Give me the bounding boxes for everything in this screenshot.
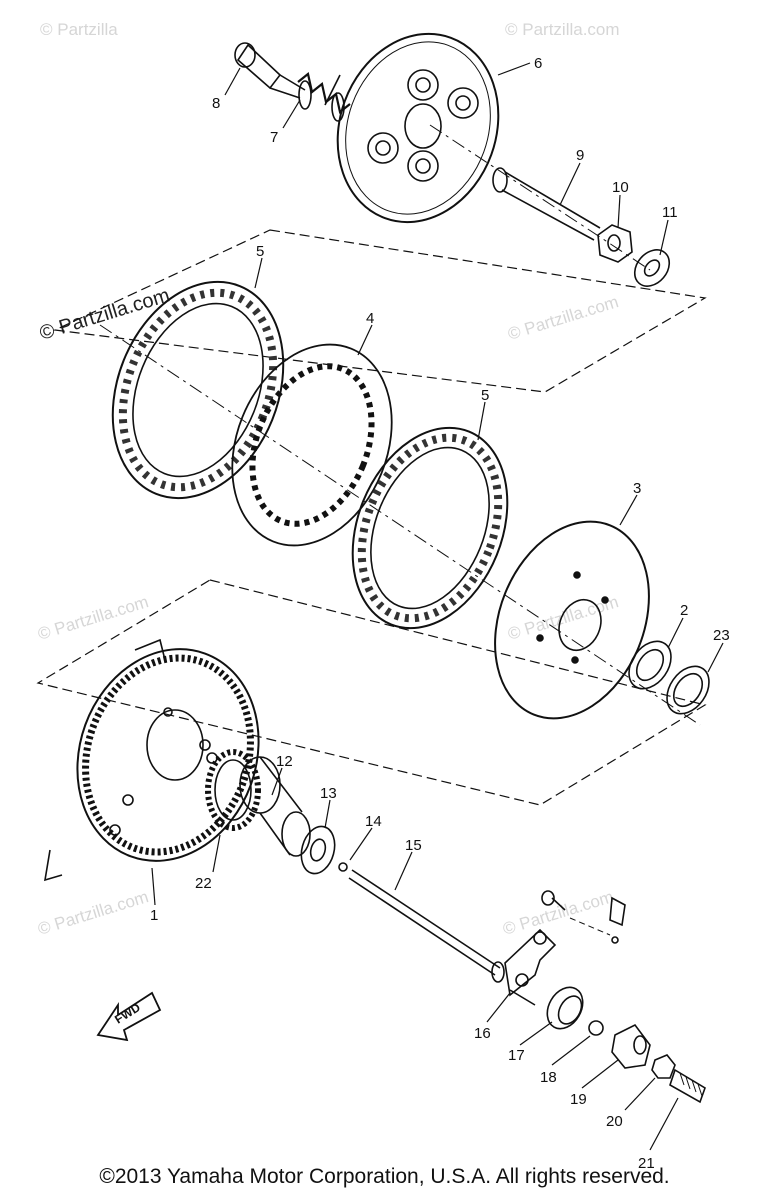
part-ball-14 [338, 862, 348, 872]
part-label-6: 6 [534, 55, 542, 72]
part-steel-plate-4 [231, 343, 393, 547]
watermark: © Partzilla.com [506, 292, 621, 344]
part-nut-10 [597, 224, 633, 263]
part-label-4: 4 [366, 310, 374, 327]
part-label-23: 23 [713, 627, 730, 644]
part-label-10: 10 [612, 179, 629, 196]
part-nut-20 [651, 1054, 676, 1079]
forward-arrow-icon: FWD [96, 991, 162, 1042]
part-label-9: 9 [576, 147, 584, 164]
part-spring-7 [297, 72, 351, 122]
part-label-17: 17 [508, 1047, 525, 1064]
part-screw-21 [669, 1068, 706, 1104]
part-screw-small [541, 890, 626, 944]
part-label-5-lower: 5 [481, 387, 489, 404]
part-spacer-12 [239, 756, 311, 857]
part-clutch-housing-1 [44, 638, 260, 882]
part-oil-seal-17 [546, 986, 584, 1030]
watermark: © Partzilla.com [501, 887, 616, 939]
part-lock-washer-11 [633, 249, 671, 287]
watermark: © Partzilla.com [36, 887, 151, 939]
part-ball-18 [588, 1020, 604, 1036]
watermark: © Partzilla [40, 20, 118, 39]
part-label-8: 8 [212, 95, 220, 112]
part-washer-23 [666, 665, 710, 715]
part-label-20: 20 [606, 1113, 623, 1130]
part-label-13: 13 [320, 785, 337, 802]
part-label-22: 22 [195, 875, 212, 892]
part-label-7: 7 [270, 129, 278, 146]
part-label-16: 16 [474, 1025, 491, 1042]
part-label-5-upper: 5 [256, 243, 264, 260]
part-label-21: 21 [638, 1155, 655, 1172]
assembly-boundary-upper [52, 229, 707, 393]
copyright-notice: ©2013 Yamaha Motor Corporation, U.S.A. A… [99, 1165, 670, 1188]
part-adjuster-19 [611, 1023, 651, 1069]
leader-lines [151, 62, 724, 1151]
part-label-15: 15 [405, 837, 422, 854]
part-label-2: 2 [680, 602, 688, 619]
part-washer-2 [628, 640, 672, 690]
part-friction-plate-5a [111, 280, 285, 500]
part-label-1: 1 [150, 907, 158, 924]
watermark: © Partzilla.com [36, 592, 151, 644]
part-label-11: 11 [662, 204, 678, 221]
part-push-rod-9 [492, 167, 601, 241]
part-number-labels: 8 7 6 9 10 11 5 4 5 3 2 23 12 13 14 15 2… [150, 55, 730, 1172]
part-washer-13 [300, 825, 336, 875]
part-bolt-8 [234, 42, 306, 99]
part-primary-gear-22 [205, 749, 261, 831]
part-lever-16 [504, 928, 557, 1006]
part-push-rod-15 [348, 869, 505, 983]
part-pressure-plate-6 [324, 32, 500, 224]
part-label-12: 12 [276, 753, 293, 770]
part-label-3: 3 [633, 480, 641, 497]
part-label-18: 18 [540, 1069, 557, 1086]
watermark: © Partzilla.com [505, 20, 620, 39]
part-label-19: 19 [570, 1091, 587, 1108]
part-label-14: 14 [365, 813, 382, 830]
part-clutch-boss-3 [494, 520, 650, 720]
part-friction-plate-5b [351, 426, 509, 630]
